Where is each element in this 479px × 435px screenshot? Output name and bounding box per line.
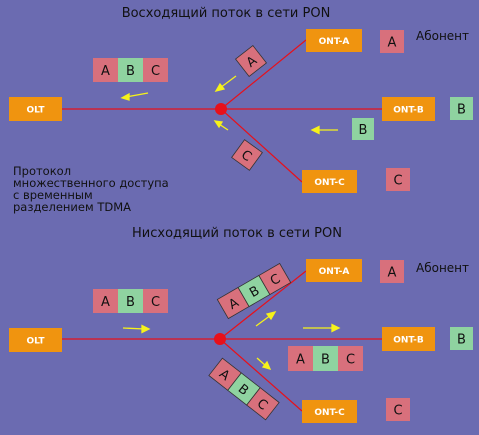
downstream-ont-a-label: ONT-A <box>319 267 350 277</box>
protocol-caption-line-1: Протокол <box>13 164 71 178</box>
downstream-frame-a: A <box>101 295 110 310</box>
svg-text:B: B <box>457 103 466 118</box>
downstream-title: Нисходящий поток в сети PON <box>132 226 342 241</box>
upstream-title: Восходящий поток в сети PON <box>122 6 331 21</box>
downstream-subscriber-a: A <box>380 260 404 283</box>
svg-text:A: A <box>296 353 305 368</box>
svg-text:C: C <box>393 174 402 189</box>
upstream-ont-b-node: ONT-B <box>382 97 435 121</box>
upstream-olt-label: OLT <box>26 106 45 116</box>
downstream-frame-to-b: A B C <box>288 346 363 371</box>
downstream-subscriber-label: Абонент <box>416 261 469 275</box>
upstream-ont-c-node: ONT-C <box>302 170 357 193</box>
upstream-ont-a-label: ONT-A <box>319 37 350 47</box>
downstream-olt-label: OLT <box>26 337 45 347</box>
protocol-caption-line-4: разделением TDMA <box>13 200 131 214</box>
svg-text:A: A <box>388 36 397 51</box>
downstream-arrow-b <box>303 323 341 333</box>
upstream-subscriber-label: Абонент <box>416 29 469 43</box>
protocol-caption-line-2: множественного доступа <box>13 176 169 190</box>
downstream-frame-c: C <box>151 295 160 310</box>
upstream-branch-c-line <box>220 108 303 183</box>
downstream-ont-c-node: ONT-C <box>302 400 357 423</box>
downstream-ont-b-label: ONT-B <box>393 336 424 346</box>
downstream-splitter <box>214 333 226 345</box>
downstream-frame-to-c: A B C <box>208 357 280 421</box>
downstream-arrow-trunk <box>122 324 151 334</box>
upstream-frame-c: C <box>151 64 160 79</box>
downstream-olt-node: OLT <box>9 328 62 352</box>
upstream-splitter <box>215 103 227 115</box>
downstream-ont-b-node: ONT-B <box>382 327 435 351</box>
downstream-branch-c-line <box>219 338 303 412</box>
upstream-subscriber-a: A <box>380 30 404 53</box>
svg-text:A: A <box>388 266 397 281</box>
downstream-ont-a-node: ONT-A <box>306 259 362 282</box>
upstream-packet-a: A <box>234 44 268 78</box>
downstream-subscriber-b: B <box>450 327 473 350</box>
svg-text:C: C <box>346 353 355 368</box>
upstream-ont-a-node: ONT-A <box>306 29 362 52</box>
protocol-caption: Протокол множественного доступа с времен… <box>13 164 169 214</box>
upstream-arrow-c <box>213 120 229 131</box>
upstream-packet-b: B <box>352 118 374 140</box>
downstream-branch-a-line <box>219 270 307 340</box>
upstream-ont-b-label: ONT-B <box>393 106 424 116</box>
upstream-branch-a-line <box>220 39 307 110</box>
upstream-frame-b: B <box>126 64 135 79</box>
downstream-arrow-c <box>256 357 272 371</box>
downstream-ont-c-label: ONT-C <box>314 408 345 418</box>
downstream-frame-to-a: A B C <box>216 262 292 320</box>
upstream-subscriber-b: B <box>450 97 473 120</box>
upstream-frame-a: A <box>101 64 110 79</box>
downstream-frame-b: B <box>126 295 135 310</box>
upstream-arrow-a <box>214 75 237 93</box>
upstream-arrow-trunk <box>120 92 149 101</box>
upstream-olt-node: OLT <box>9 97 62 121</box>
protocol-caption-line-3: с временным <box>13 188 93 202</box>
downstream-arrow-a <box>255 310 277 327</box>
downstream-frame: A B C <box>93 289 168 313</box>
upstream-frame: A B C <box>93 58 168 82</box>
svg-text:B: B <box>321 353 330 368</box>
upstream-ont-c-label: ONT-C <box>314 178 345 188</box>
svg-text:B: B <box>359 123 368 138</box>
upstream-arrow-b <box>310 125 338 135</box>
svg-text:B: B <box>457 333 466 348</box>
upstream-packet-c: C <box>231 139 263 171</box>
upstream-subscriber-c: C <box>386 168 410 191</box>
downstream-subscriber-c: C <box>386 398 410 421</box>
svg-text:C: C <box>393 404 402 419</box>
